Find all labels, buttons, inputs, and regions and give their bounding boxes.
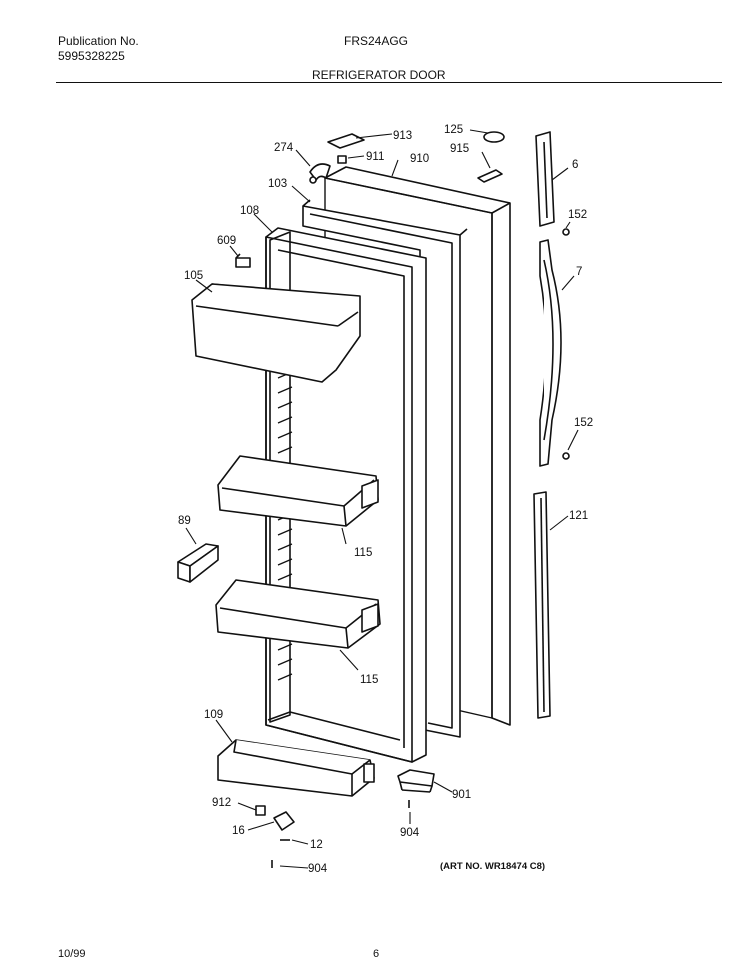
callout-125: 125 (444, 124, 463, 136)
section-title: REFRIGERATOR DOOR (312, 68, 446, 82)
callout-152-bottom: 152 (574, 417, 593, 429)
bushing-912 (255, 805, 266, 816)
callout-6: 6 (572, 159, 578, 171)
header-rule (56, 82, 722, 83)
publication-label: Publication No. (58, 34, 139, 48)
publication-number: 5995328225 (58, 49, 125, 63)
bushing-911 (337, 155, 347, 164)
dairy-compartment (191, 283, 361, 383)
callout-115-upper: 115 (354, 547, 372, 559)
callout-904-mid: 904 (400, 827, 420, 839)
door-shelf-upper (217, 455, 379, 527)
callout-910: 910 (410, 153, 429, 165)
callout-103: 103 (268, 178, 287, 190)
callout-105: 105 (184, 270, 203, 282)
small-bin-901 (397, 769, 435, 793)
callout-911: 911 (366, 151, 384, 163)
callout-609: 609 (217, 235, 236, 247)
cam-16 (273, 811, 295, 831)
callout-904-lower: 904 (308, 863, 328, 875)
callout-912: 912 (212, 797, 231, 809)
callout-152-top: 152 (568, 209, 587, 221)
callout-115-lower: 115 (360, 674, 378, 686)
page-number: 6 (373, 948, 380, 960)
hinge-plate-913 (327, 133, 365, 149)
callout-7: 7 (576, 266, 582, 278)
model-number: FRS24AGG (344, 34, 409, 48)
door-shelf-lower (215, 579, 381, 649)
callout-16: 16 (232, 825, 245, 837)
stop-609 (235, 253, 251, 268)
callout-915: 915 (450, 143, 469, 155)
handle-trim-bottom (533, 491, 551, 719)
callout-12: 12 (310, 839, 323, 851)
screw-152-bottom (562, 452, 570, 460)
callout-121: 121 (569, 510, 588, 522)
bottom-bin (217, 739, 375, 797)
callout-274: 274 (274, 142, 294, 154)
trim-915 (477, 169, 503, 183)
callout-913: 913 (393, 130, 412, 142)
art-number: (ART NO. WR18474 C8) (440, 861, 545, 872)
callout-109: 109 (204, 709, 223, 721)
callout-901: 901 (452, 789, 471, 801)
door-handle (539, 239, 562, 467)
butter-compartment-door (177, 543, 219, 583)
callout-108: 108 (240, 205, 259, 217)
plug-125 (483, 131, 505, 143)
handle-trim-top (535, 131, 555, 227)
hinge-cap-274 (309, 163, 331, 184)
screw-152-top (562, 228, 570, 236)
callout-89: 89 (178, 515, 191, 527)
footer-date: 10/99 (58, 948, 86, 960)
